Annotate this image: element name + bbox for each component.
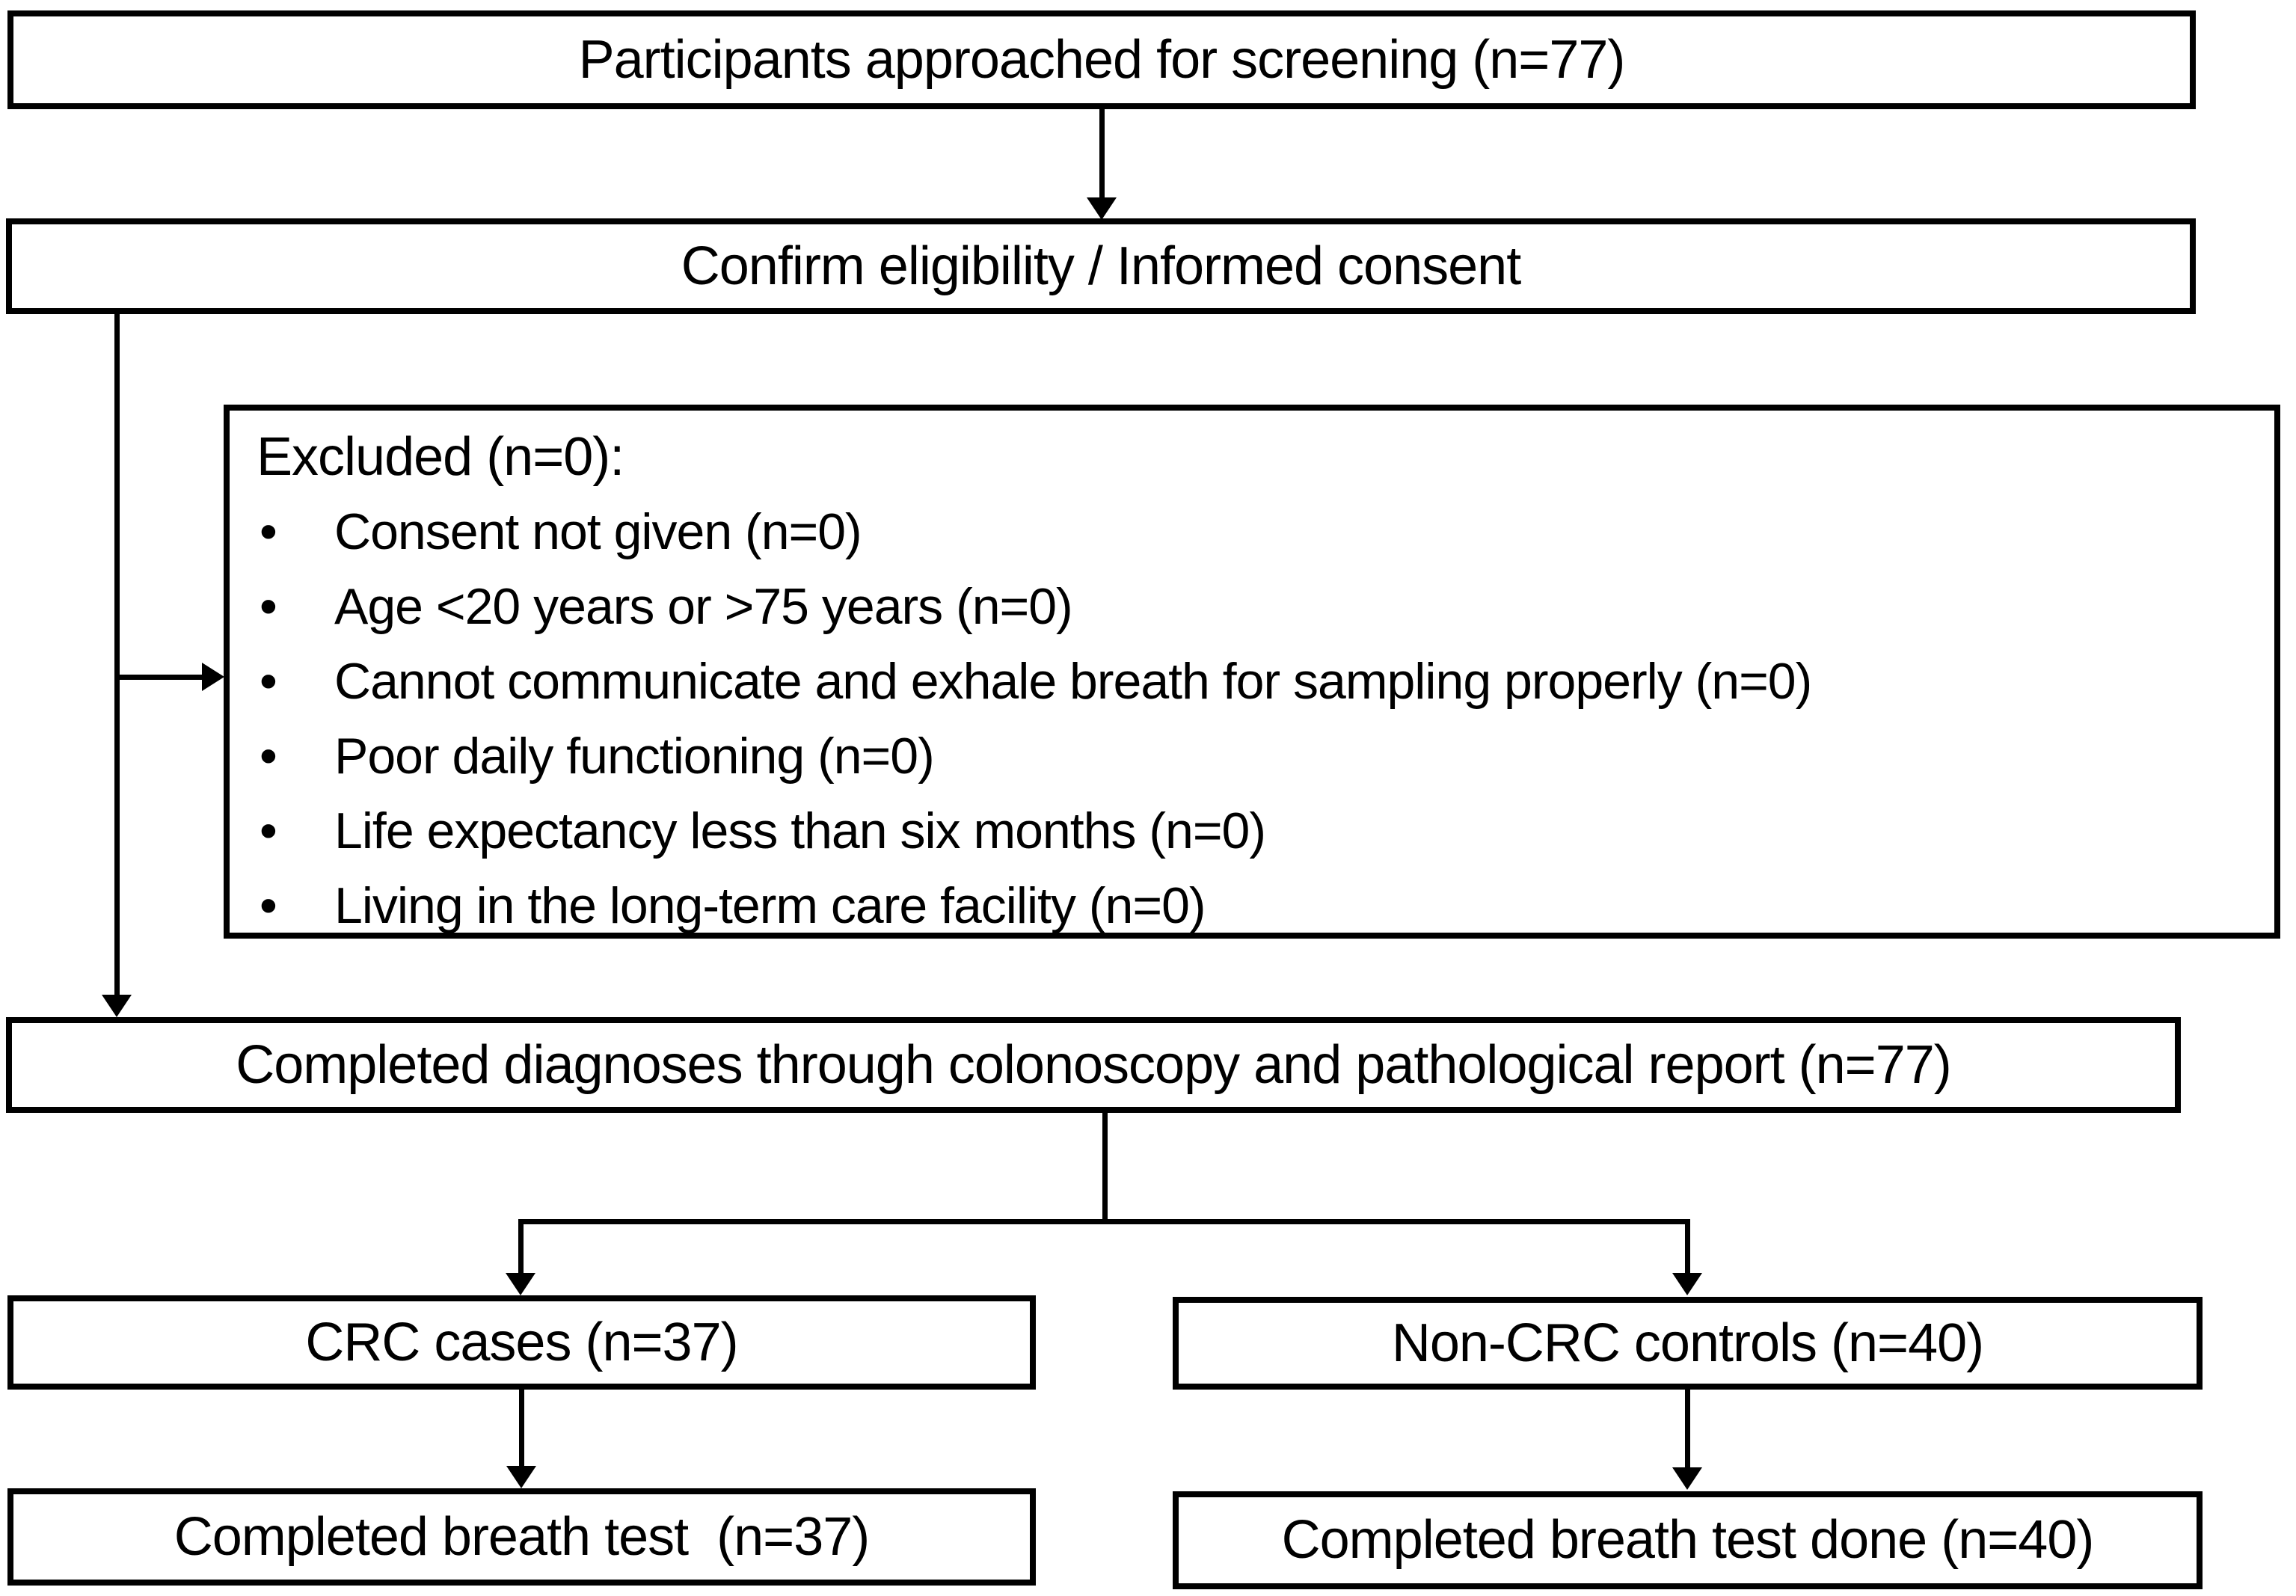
arrowhead-down-icon — [506, 1273, 535, 1295]
box-crc-cases: CRC cases (n=37) — [7, 1295, 1036, 1390]
excluded-item: Life expectancy less than six months (n=… — [257, 794, 2252, 868]
excluded-item: Poor daily functioning (n=0) — [257, 719, 2252, 794]
box-completed-breath-test-crc-label: Completed breath test (n=37) — [174, 1506, 871, 1567]
connector-crc-to-breath-test — [519, 1390, 524, 1466]
excluded-criteria-list: Consent not given (n=0) Age <20 years or… — [257, 494, 2252, 943]
connector-split-to-crc — [518, 1219, 524, 1273]
connector-branch-to-excluded — [114, 675, 202, 680]
arrowhead-down-icon — [1087, 197, 1117, 220]
arrowhead-right-icon — [202, 663, 224, 691]
connector-diagnoses-stem — [1102, 1113, 1108, 1221]
arrowhead-down-icon — [506, 1466, 536, 1488]
box-completed-breath-test-crc: Completed breath test (n=37) — [7, 1488, 1036, 1586]
box-confirm-eligibility-label: Confirm eligibility / Informed consent — [681, 236, 1521, 296]
box-completed-breath-test-noncrc-label: Completed breath test done (n=40) — [1281, 1510, 2095, 1571]
box-participants-approached: Participants approached for screening (n… — [7, 10, 2196, 109]
arrowhead-down-icon — [1672, 1273, 1702, 1295]
box-confirm-eligibility: Confirm eligibility / Informed consent — [6, 218, 2196, 314]
box-excluded: Excluded (n=0): Consent not given (n=0) … — [224, 405, 2280, 943]
excluded-title: Excluded (n=0): — [257, 427, 624, 487]
box-crc-cases-label: CRC cases (n=37) — [305, 1312, 738, 1372]
connector-split-horizontal — [518, 1219, 1690, 1224]
connector-screening-to-consent — [1099, 109, 1105, 197]
excluded-item: Cannot communicate and exhale breath for… — [257, 644, 2252, 719]
excluded-item: Age <20 years or >75 years (n=0) — [257, 569, 2252, 644]
connector-noncrc-to-breath-test — [1685, 1390, 1690, 1467]
box-non-crc-controls-label: Non-CRC controls (n=40) — [1391, 1313, 1984, 1373]
box-completed-diagnoses: Completed diagnoses through colonoscopy … — [6, 1017, 2181, 1113]
box-non-crc-controls: Non-CRC controls (n=40) — [1173, 1297, 2203, 1390]
arrowhead-down-icon — [1672, 1467, 1702, 1490]
arrowhead-down-icon — [102, 995, 132, 1017]
box-completed-breath-test-noncrc: Completed breath test done (n=40) — [1173, 1491, 2203, 1589]
box-completed-diagnoses-label: Completed diagnoses through colonoscopy … — [236, 1034, 1952, 1095]
box-participants-approached-label: Participants approached for screening (n… — [578, 29, 1626, 90]
excluded-item: Consent not given (n=0) — [257, 494, 2252, 569]
excluded-item: Living in the long-term care facility (n… — [257, 868, 2252, 943]
connector-split-to-noncrc — [1685, 1219, 1690, 1273]
connector-consent-to-diagnoses — [114, 314, 120, 995]
